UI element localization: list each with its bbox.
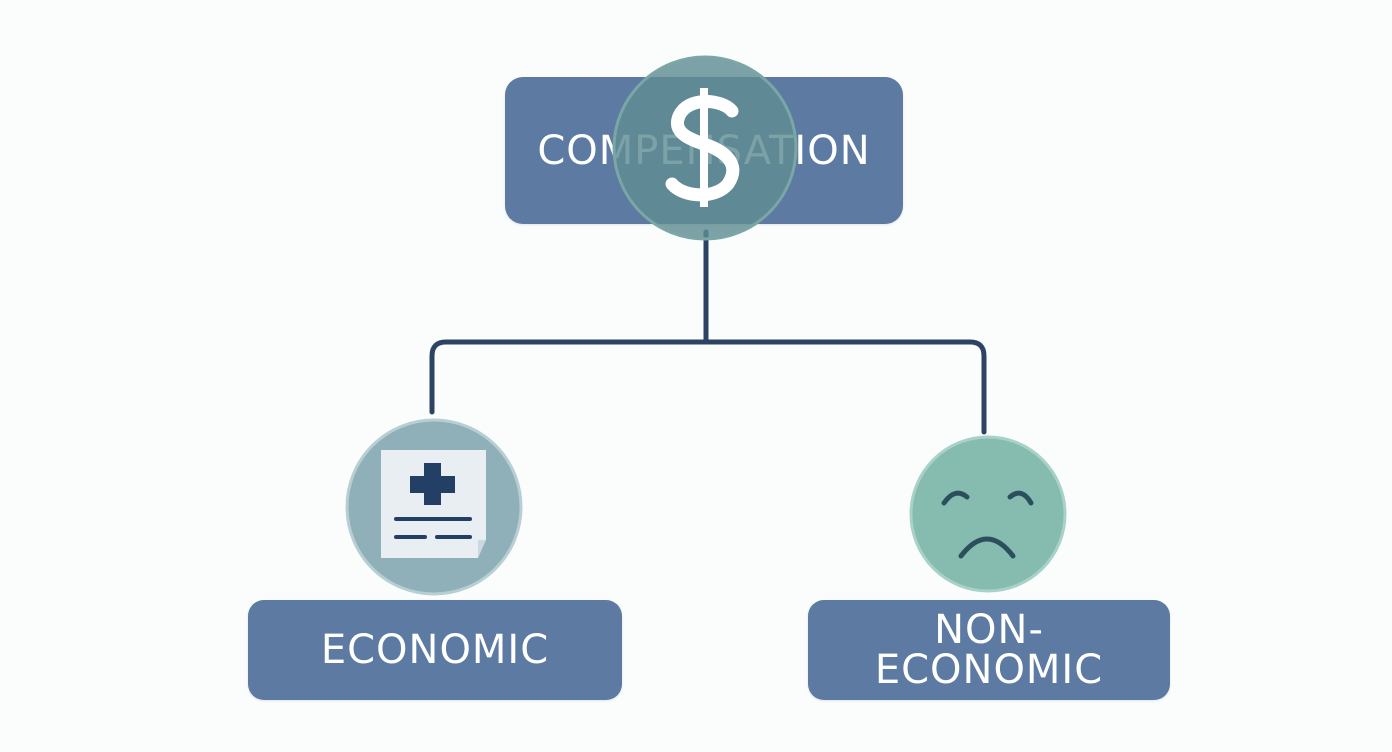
economic-label: ECONOMIC [320, 627, 550, 673]
non-economic-label: NON- ECONOMIC [874, 607, 1104, 693]
non-economic-node: NON- ECONOMIC [808, 600, 1170, 700]
economic-node: ECONOMIC [248, 600, 622, 700]
